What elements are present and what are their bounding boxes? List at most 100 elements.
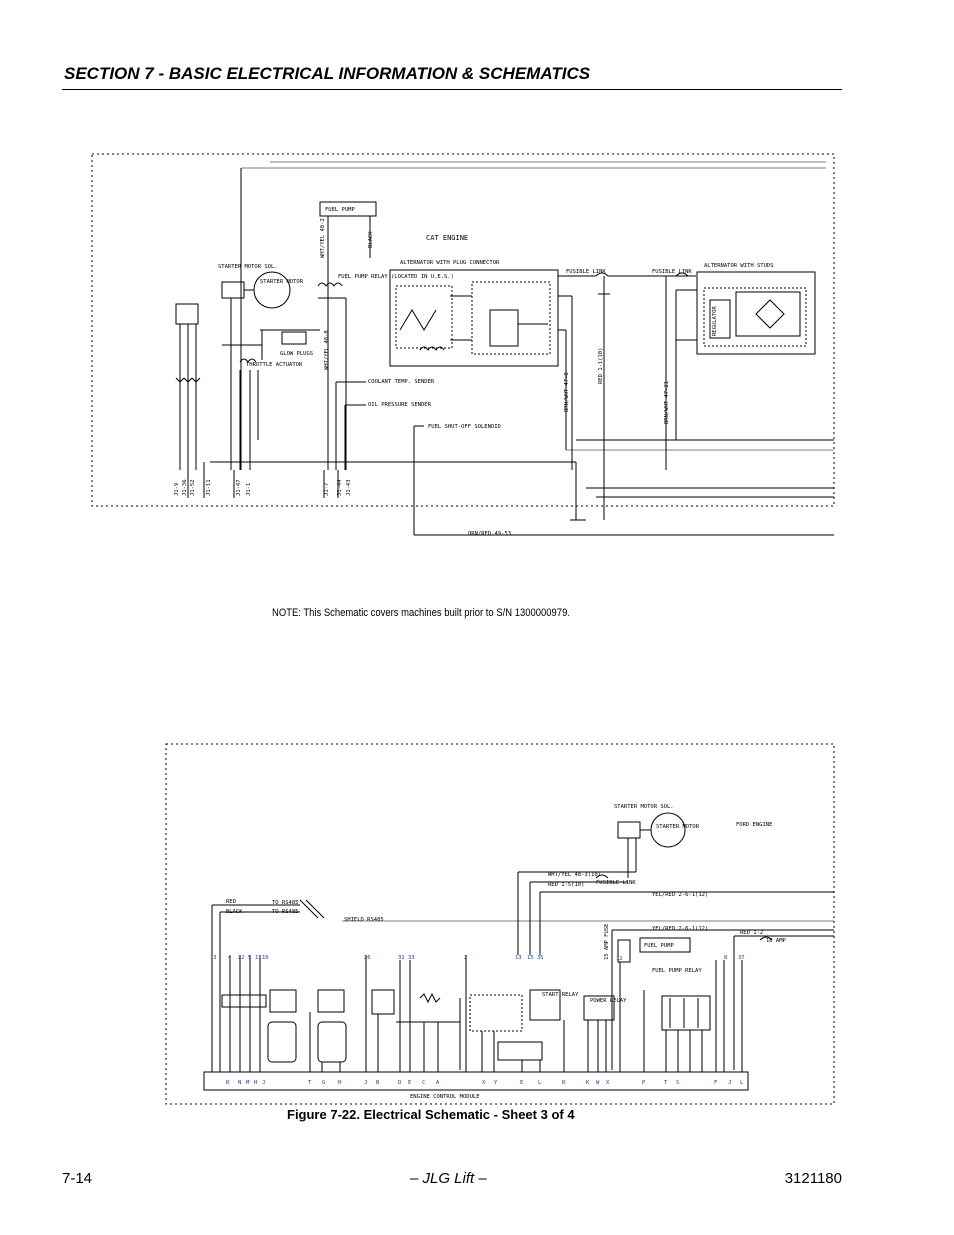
- pin-num-15: 37: [738, 955, 745, 961]
- lower-start-relay: START RELAY: [542, 992, 579, 998]
- starter-motor-label: STARTER MOTOR: [260, 279, 304, 285]
- lower-wire-red2: RED 1-2: [740, 930, 763, 936]
- schematic-note: NOTE: This Schematic covers machines bui…: [272, 607, 570, 619]
- lower-frame: [165, 743, 835, 1105]
- lower-jack-2: [317, 989, 345, 1013]
- alt-plug-box: [389, 269, 559, 367]
- lower-wire-red: RED 1-5(10): [548, 882, 584, 888]
- lower-red: RED: [226, 899, 236, 905]
- lower-rs485-a: TO RS485: [272, 900, 299, 906]
- lower-fuse-15: [617, 939, 631, 963]
- upper-frame: [91, 153, 835, 507]
- lower-black: BLACK: [226, 909, 243, 915]
- lower-jack-1: [269, 989, 297, 1013]
- pin-let-17: L: [538, 1080, 542, 1086]
- pin-num-5: 10: [262, 955, 269, 961]
- fuel-shutoff-label: FUEL SHUT-OFF SOLENOID: [428, 424, 501, 430]
- pin-num-8: 33: [408, 955, 415, 961]
- lower-fuel-pump: FUEL PUMP: [644, 943, 674, 949]
- ecm-label: ENGINE CONTROL MODULE: [410, 1094, 480, 1100]
- conn-mid-0: J1-47: [236, 479, 242, 496]
- pin-let-20: W: [596, 1080, 600, 1086]
- alt-studs-box: [696, 271, 816, 355]
- fuel-pump-relay-label: FUEL PUMP RELAY (LOCATED IN U.E.S.): [338, 274, 454, 280]
- fuel-pump-box: [319, 201, 377, 217]
- lower-amp-fuse: 10 AMP: [766, 938, 787, 944]
- pin-let-11: E: [408, 1080, 411, 1086]
- alt-plug-label: ALTERNATOR WITH PLUG CONNECTOR: [400, 260, 500, 266]
- document-number: 3121180: [784, 1170, 842, 1187]
- pin-num-9: 2: [464, 955, 467, 961]
- ecm-box: [203, 1071, 749, 1091]
- pin-let-0: R: [226, 1080, 230, 1086]
- pin-let-18: R: [562, 1080, 566, 1086]
- pin-num-0: 13: [210, 955, 217, 961]
- lower-wire-yel2: YEL/RED 2-6-1(12): [652, 926, 708, 932]
- pin-num-13: 12: [616, 956, 623, 962]
- oil-pressure-label: OIL PRESSURE SENDER: [368, 402, 432, 408]
- wire-brn2-label: BRN/WHT 47-21: [664, 381, 670, 424]
- pin-let-24: S: [676, 1080, 679, 1086]
- alt-studs-label: ALTERNATOR WITH STUDS: [704, 263, 774, 269]
- pin-let-19: K: [586, 1080, 590, 1086]
- wire-brn1-label: BRN/WHT 47-8: [564, 372, 570, 412]
- starter-motor-circle: [253, 271, 291, 309]
- wire-bottom-label: ORN/RED 49-53: [468, 531, 511, 537]
- wire-red-label: RED 1-1(10): [598, 348, 604, 384]
- lower-rs485-b: TO RS485: [272, 909, 299, 915]
- lower-wire-wht: WHT/YEL 48-3(10): [548, 872, 601, 878]
- pin-let-15: Y: [494, 1080, 498, 1086]
- pin-let-5: T: [308, 1080, 312, 1086]
- pin-num-7: 31: [398, 955, 405, 961]
- pin-num-4: 11: [255, 955, 262, 961]
- conn-left-2: J1-52: [190, 479, 196, 496]
- pin-num-1: 4: [228, 955, 232, 961]
- pin-let-12: C: [422, 1080, 425, 1086]
- pin-let-2: M: [246, 1080, 250, 1086]
- lower-starter-motor-label: STARTER MOTOR: [656, 824, 700, 830]
- pin-let-16: E: [520, 1080, 523, 1086]
- pin-num-6: 26: [364, 955, 371, 961]
- pin-let-10: D: [398, 1080, 401, 1086]
- conn-left-3: J1-11: [206, 479, 212, 496]
- lower-starter-sol: [617, 821, 641, 839]
- glow-plugs-label: GLOW PLUGS: [280, 351, 313, 357]
- figure-caption: Figure 7-22. Electrical Schematic - Shee…: [287, 1107, 575, 1122]
- lower-wire-yel1: YEL/RED 2-6-1(12): [652, 892, 708, 898]
- pin-num-12: 35: [537, 955, 544, 961]
- pin-let-14: X: [482, 1080, 486, 1086]
- conn-right-2: J1-43: [346, 479, 352, 496]
- starter-sol-label: STARTER MOTOR SOL.: [218, 264, 278, 270]
- glow-plugs: [281, 331, 307, 345]
- wire-wht1-label: WHT/YEL 48-2: [320, 218, 326, 258]
- wire-wht2-label: WHT/YEL 48-8: [324, 330, 330, 370]
- page-number: 7-14: [62, 1170, 93, 1187]
- pin-let-23: T: [664, 1080, 668, 1086]
- throttle-label: THROTTLE ACTUATOR: [246, 362, 303, 368]
- section-title: SECTION 7 - BASIC ELECTRICAL INFORMATION…: [64, 64, 591, 83]
- conn-mid-1: J1-1: [246, 483, 252, 496]
- cat-engine-label: CAT ENGINE: [426, 234, 468, 242]
- coolant-temp-label: COOLANT TEMP. SENDER: [368, 379, 435, 385]
- fusible-link-2: FUSIBLE LINK: [652, 269, 692, 275]
- lower-fuse-15-label: 15 AMP FUSE: [604, 924, 610, 960]
- pin-num-10: 13: [515, 955, 522, 961]
- pin-let-22: P: [642, 1080, 646, 1086]
- regulator-label: REGULATOR: [712, 306, 718, 336]
- pin-let-27: L: [740, 1080, 744, 1086]
- pin-let-8: J: [364, 1080, 367, 1086]
- lower-power-relay: POWER RELAY: [590, 998, 627, 1004]
- conn-right-1: J1-44: [337, 479, 343, 496]
- pin-let-9: B: [376, 1080, 380, 1086]
- pin-num-3: 5: [248, 955, 251, 961]
- pin-let-25: F: [714, 1080, 717, 1086]
- lower-relay-block: [469, 994, 523, 1032]
- lower-starter-motor: [650, 812, 686, 848]
- conn-right-0: J1-7: [324, 483, 330, 496]
- footer-center: – JLG Lift –: [410, 1170, 487, 1187]
- pin-num-14: 8: [724, 955, 727, 961]
- pin-num-11: 15: [527, 955, 534, 961]
- lower-starter-sol-label: STARTER MOTOR SOL.: [614, 804, 674, 810]
- start-relay-box: [529, 989, 561, 1021]
